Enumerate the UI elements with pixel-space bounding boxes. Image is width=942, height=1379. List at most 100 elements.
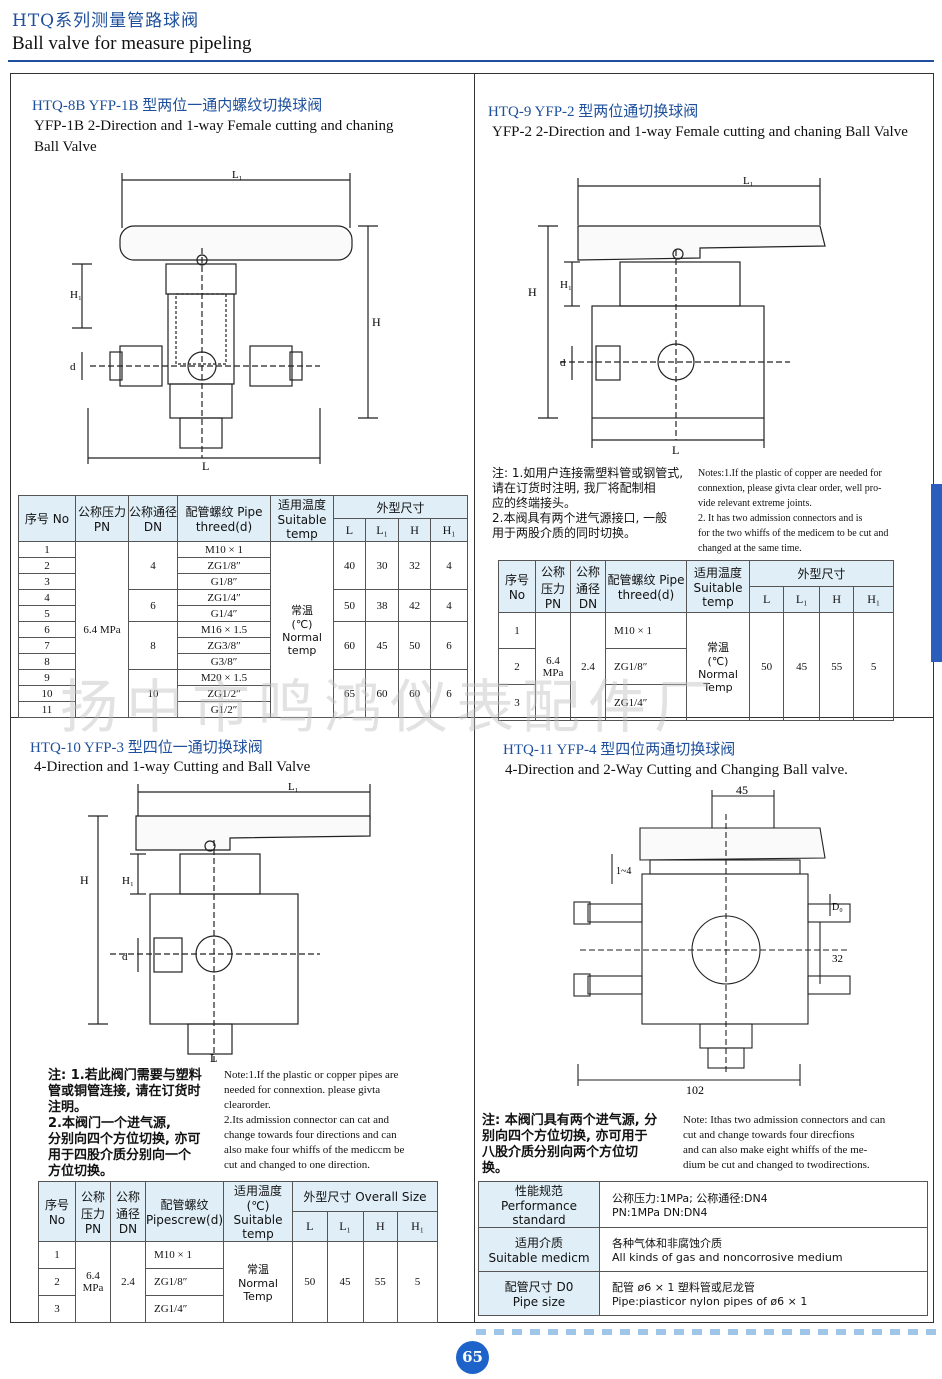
q3-dim-H1: H₁	[122, 875, 134, 887]
size-l: 50	[333, 589, 366, 622]
note-line: 应的终端接头。	[492, 496, 577, 510]
note-line: needed for connextion. please givta	[224, 1084, 381, 1096]
q2-th-no: 序号 No	[498, 560, 536, 613]
q1-dim-L: L	[202, 459, 209, 473]
q2-valve-drawing: L₁ L H H₁ d	[528, 175, 826, 457]
q3-th-no: 序号 No	[38, 1181, 76, 1242]
dn-cell: 2.4	[570, 612, 606, 721]
note-line: clearorder.	[224, 1099, 271, 1111]
temp-line: (℃)	[707, 655, 729, 668]
q1-th-H: H	[398, 518, 432, 542]
q3-note-cn: 注: 1.若此阀门需要与塑料管或铜管连接, 请在订货时注明。2.本阀门一个进气源…	[48, 1068, 220, 1180]
q1-th-L1: L₁	[364, 518, 400, 542]
note-line: 注: 1.如用户连接需塑料管或钢管式,	[492, 466, 684, 480]
note-line: Note: Ithas two admission connectors and…	[683, 1114, 886, 1126]
size-l: 65	[333, 669, 366, 718]
q3-th-pn: 公称压力 PN	[75, 1181, 111, 1242]
size-h1: 6	[430, 621, 468, 670]
q3-th-H: H	[362, 1211, 399, 1242]
q1-th-H1: H₁	[430, 518, 468, 542]
note-line: changed at the same time.	[698, 543, 802, 554]
spec-label-cn: 配管尺寸 D0	[504, 1280, 574, 1294]
q1-th-size: 外型尺寸	[333, 495, 468, 519]
vertical-divider	[474, 73, 475, 1323]
size-l: 40	[333, 541, 366, 590]
thread-cell: ZG1/8″	[177, 557, 271, 574]
q3-dim-L1: L₁	[288, 781, 299, 793]
size-h: 55	[362, 1241, 399, 1323]
size-h: 50	[398, 621, 432, 670]
q2-spec-table: 序号 No 公称压力 PN 公称通径 DN 配管螺纹 Pipe threed(d…	[498, 560, 894, 721]
q2-subtitle: YFP-2 2-Direction and 1-way Female cutti…	[492, 124, 908, 140]
row-no: 2	[498, 648, 536, 685]
q3-valve-drawing: L₁ L H H₁ d	[80, 781, 371, 1065]
note-line: cut and change towards four direcfions	[683, 1129, 855, 1141]
header-rule	[8, 60, 934, 62]
note-line: 换。	[482, 1161, 509, 1176]
row-no: 6	[18, 621, 76, 638]
temp-line: (℃)	[291, 618, 313, 631]
q4-subtitle: 4-Direction and 2-Way Cutting and Changi…	[505, 762, 848, 778]
q2-th-temp: 适用温度 Suitable temp	[686, 560, 750, 613]
thread-cell: M10 × 1	[145, 1241, 224, 1269]
q3-dim-H: H	[80, 873, 89, 887]
note-line: Notes:1.If the plastic of copper are nee…	[698, 468, 882, 479]
temp-line: Normal	[282, 631, 322, 644]
note-line: 用于四股介质分别向一个	[48, 1148, 192, 1163]
q3-th-dn: 公称通径 DN	[110, 1181, 146, 1242]
q4-note-en: Note: Ithas two admission connectors and…	[683, 1113, 923, 1173]
spec-value-en: All kinds of gas and noncorrosive medium	[612, 1251, 843, 1264]
spec-label-cn: 性能规范	[514, 1184, 563, 1198]
row-no: 1	[38, 1241, 76, 1269]
size-l1: 60	[364, 669, 400, 718]
thread-cell: M10 × 1	[605, 612, 687, 649]
q2-dim-H1: H₁	[560, 279, 572, 291]
q1-dim-H1: H₁	[70, 289, 82, 301]
q1-subtitle: YFP-1B 2-Direction and 1-way Female cutt…	[34, 118, 394, 155]
q1-dim-L1: L₁	[232, 169, 243, 181]
q2-title: HTQ-9 YFP-2 型两位通切换球阀	[488, 104, 699, 120]
note-line: connextion, please givta clear order, we…	[698, 483, 882, 494]
thread-cell: M10 × 1	[177, 541, 271, 558]
q2-th-dn: 公称通径 DN	[570, 560, 606, 613]
q3-dim-L: L	[210, 1051, 217, 1065]
q2-dim-L: L	[672, 443, 679, 457]
q3-th-L1: L₁	[326, 1211, 364, 1242]
thread-cell: ZG1/4″	[605, 684, 687, 721]
size-h: 60	[398, 669, 432, 718]
size-l1: 30	[364, 541, 400, 590]
q3-th-thread: 配管螺纹 Pipescrew(d)	[145, 1181, 224, 1242]
page-title-cn: HTQ系列测量管路球阀	[12, 11, 200, 31]
note-line: 别向四个方位切换, 亦可用于	[482, 1129, 648, 1144]
spec-label-en: Performance standard	[500, 1199, 578, 1227]
note-line: 2. It has two admission connectors and i…	[698, 513, 863, 524]
note-line: 请在订货时注明, 我厂将配制相	[492, 481, 656, 495]
size-l: 50	[292, 1241, 328, 1323]
note-line: and can also make eight whiffs of the me…	[683, 1144, 868, 1156]
q1-spec-table: 序号 No 公称压力 PN 公称通径 DN 配管螺纹 Pipe threed(d…	[18, 495, 468, 718]
thread-cell: G1/4″	[177, 605, 271, 622]
row-no: 1	[498, 612, 536, 649]
q1-th-L: L	[333, 518, 366, 542]
thread-cell: G1/2″	[177, 701, 271, 718]
spec-value-cn: 公称压力:1MPa; 公称通径:DN4	[612, 1192, 768, 1205]
pn-cell: 6.4 MPa	[535, 612, 571, 721]
row-no: 2	[18, 557, 76, 574]
q2-note-en: Notes:1.If the plastic of copper are nee…	[698, 466, 904, 556]
q2-th-H: H	[819, 586, 855, 613]
q2-dim-H: H	[528, 285, 537, 299]
size-l1: 45	[364, 621, 400, 670]
thread-cell: ZG3/8″	[177, 637, 271, 654]
temp-line: temp	[287, 644, 317, 657]
